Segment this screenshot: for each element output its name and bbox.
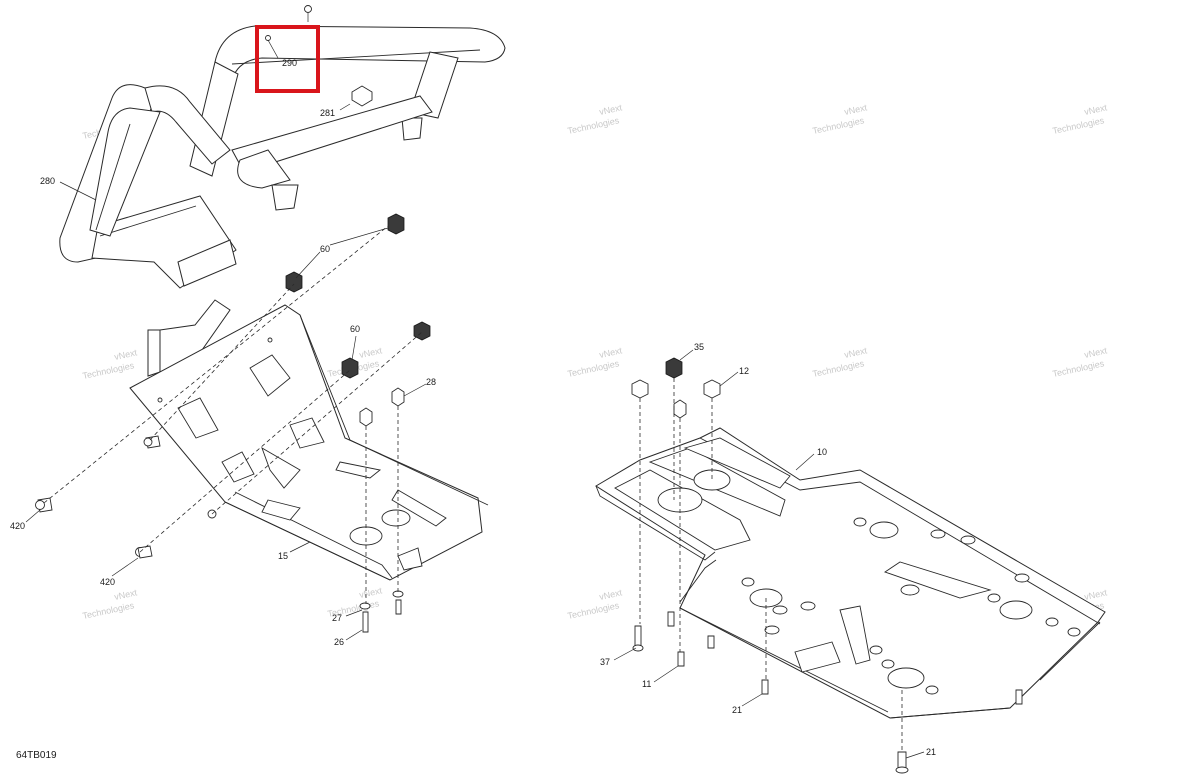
washer-27	[359, 590, 404, 610]
callout-290: 290	[282, 58, 297, 68]
svg-text:vNext: vNext	[598, 587, 623, 602]
bolt-420-lower	[35, 497, 53, 513]
skid-plate-10	[595, 427, 1106, 719]
callout-281: 281	[320, 108, 335, 118]
skid-plate-15	[129, 299, 489, 581]
svg-text:Technologies: Technologies	[812, 115, 866, 136]
nut-60-right	[413, 321, 431, 341]
nut-60-upper	[387, 213, 405, 235]
highlight-box	[255, 25, 320, 93]
svg-text:Technologies: Technologies	[567, 115, 621, 136]
watermark: vNext Technologies	[567, 102, 624, 136]
callout-12: 12	[739, 366, 749, 376]
callout-21-left: 21	[732, 705, 742, 715]
nut-12	[703, 379, 721, 399]
callout-28: 28	[426, 377, 436, 387]
svg-text:vNext: vNext	[358, 585, 383, 600]
svg-text:vNext: vNext	[113, 347, 138, 362]
callout-21-bottom: 21	[926, 747, 936, 757]
svg-text:Technologies: Technologies	[1052, 358, 1106, 379]
nut-60-left	[285, 271, 303, 293]
svg-text:Technologies: Technologies	[567, 358, 621, 379]
watermark: vNext Technologies	[82, 587, 139, 621]
callout-11: 11	[642, 679, 651, 689]
svg-text:vNext: vNext	[598, 345, 623, 360]
watermark: vNext Technologies	[812, 102, 869, 136]
nut-60-middle	[341, 357, 359, 379]
watermark: vNext Technologies	[567, 587, 624, 621]
nut-12b	[673, 399, 687, 419]
bolt-420-bottom	[135, 545, 153, 559]
callout-15: 15	[278, 551, 288, 561]
watermark: vNext Technologies	[567, 345, 624, 379]
nut-35	[665, 357, 683, 379]
svg-text:vNext: vNext	[358, 345, 383, 360]
svg-text:vNext: vNext	[843, 345, 868, 360]
svg-text:vNext: vNext	[1083, 587, 1108, 602]
svg-text:vNext: vNext	[113, 587, 138, 602]
bolt-21b	[895, 751, 909, 774]
svg-text:vNext: vNext	[1083, 102, 1108, 117]
nut-28	[391, 387, 405, 407]
svg-text:vNext: vNext	[1083, 345, 1108, 360]
callout-37: 37	[600, 657, 610, 667]
nut-28b	[359, 407, 373, 427]
callout-420-lower: 420	[100, 577, 115, 587]
bolt-37	[632, 625, 644, 652]
callout-60-lower: 60	[350, 324, 360, 334]
svg-text:Technologies: Technologies	[812, 358, 866, 379]
watermark: vNext Technologies	[812, 345, 869, 379]
svg-text:vNext: vNext	[843, 102, 868, 117]
callout-27: 27	[332, 613, 342, 623]
diagram-code: 64TB019	[16, 750, 57, 761]
nut-35b	[631, 379, 649, 399]
callout-280: 280	[40, 176, 55, 186]
callout-26: 26	[334, 637, 344, 647]
bolt-11	[677, 635, 715, 667]
callout-35: 35	[694, 342, 704, 352]
nut-281	[339, 85, 373, 111]
svg-text:vNext: vNext	[598, 102, 623, 117]
svg-text:Technologies: Technologies	[82, 360, 136, 381]
callout-60-upper: 60	[320, 244, 330, 254]
bolt-37b	[667, 611, 675, 627]
callout-420-upper: 420	[10, 521, 25, 531]
screw-26	[362, 599, 402, 633]
callout-10: 10	[817, 447, 827, 457]
front-bumper-tube	[59, 25, 506, 289]
watermark: vNext Technologies	[1052, 345, 1109, 379]
svg-text:Technologies: Technologies	[82, 600, 136, 621]
svg-text:Technologies: Technologies	[1052, 115, 1106, 136]
watermark: vNext Technologies	[82, 347, 139, 381]
watermark: vNext Technologies	[1052, 102, 1109, 136]
bolt-21	[761, 679, 1023, 705]
svg-text:Technologies: Technologies	[567, 600, 621, 621]
